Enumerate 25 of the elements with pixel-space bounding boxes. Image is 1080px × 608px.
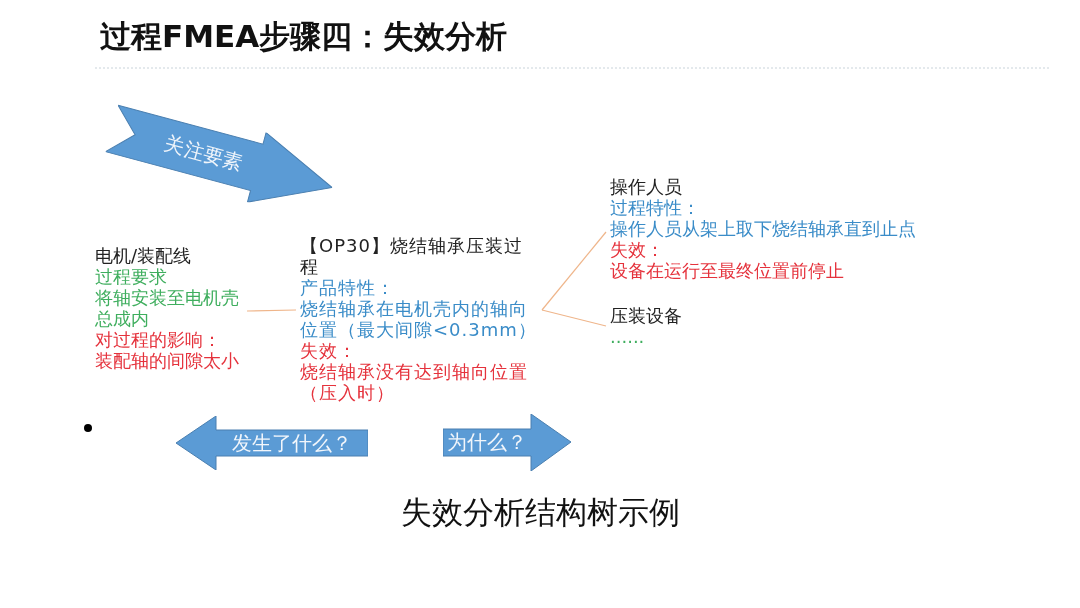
- note-text: 失效：: [610, 239, 665, 260]
- connector-line: [541, 309, 607, 327]
- arrow-label: 为什么？: [446, 429, 528, 456]
- arrow-label: 发生了什么？: [231, 430, 353, 456]
- note-text: ......: [610, 326, 646, 347]
- note-text: 操作人员从架上取下烧结轴承直到止点: [610, 218, 917, 239]
- note-text: 烧结轴承在电机壳内的轴向位置（最大间隙<0.3mm）: [300, 298, 538, 340]
- note-text: 失效：: [300, 340, 358, 361]
- note-text: 烧结轴承没有达到轴向位置（压入时）: [300, 361, 529, 403]
- slide-title: 过程FMEA步骤四：失效分析: [100, 17, 508, 56]
- note-text: 设备在运行至最终位置前停止: [610, 260, 845, 281]
- note-text: 过程特性：: [610, 197, 701, 218]
- note-text: 对过程的影响：: [95, 329, 222, 350]
- note-text: 装配轴的间隙太小: [95, 350, 240, 371]
- heading: 【OP30】烧结轴承压装过程: [300, 235, 524, 277]
- heading: 操作人员: [610, 176, 683, 197]
- heading: 电机/装配线: [95, 245, 193, 266]
- connector-line: [246, 309, 297, 312]
- caption: 失效分析结构树示例: [399, 493, 681, 532]
- note-text: 产品特性：: [300, 277, 396, 298]
- note-text: 过程要求: [95, 266, 168, 287]
- arrow-label: 关注要素: [160, 130, 247, 178]
- connector-line: [541, 231, 607, 311]
- note-text: 将轴安装至电机壳总成内: [95, 287, 240, 329]
- heading: 压装设备: [610, 305, 683, 326]
